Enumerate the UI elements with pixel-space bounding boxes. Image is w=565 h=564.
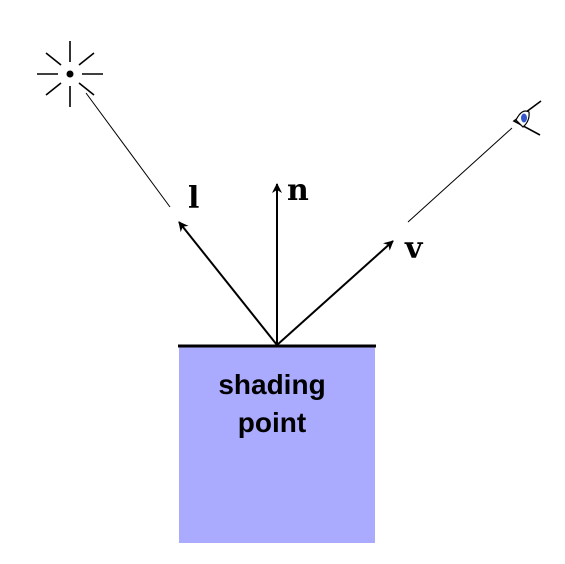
- light-ray-line: [85, 92, 171, 208]
- light-source-icon: [37, 41, 103, 107]
- eye-icon: [512, 100, 542, 136]
- normal-vector-label: n: [287, 173, 309, 208]
- surface-label-line2: point: [238, 407, 306, 438]
- surface-label-line1: shading: [218, 369, 325, 400]
- light-vector-arrow: [178, 221, 278, 346]
- view-vector-arrow: [276, 240, 394, 346]
- light-vector-label: l: [188, 181, 199, 216]
- view-ray-line: [407, 127, 513, 223]
- surface-block: [179, 346, 375, 543]
- view-vector-label: v: [404, 231, 424, 266]
